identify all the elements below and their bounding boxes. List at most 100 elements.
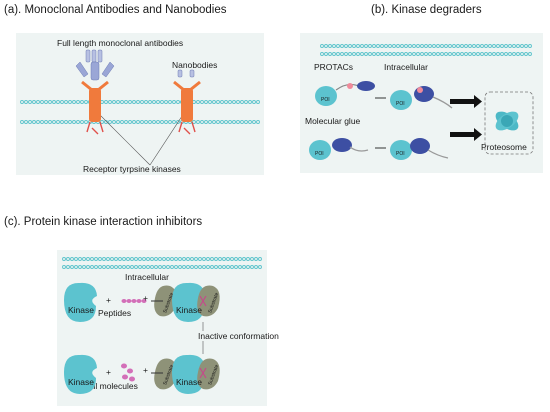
membrane-dot (364, 44, 368, 48)
membrane-dot (138, 265, 142, 269)
membrane-dot (82, 265, 86, 269)
label-inactive-conformation: Inactive conformation (198, 331, 279, 341)
membrane-dot (468, 44, 472, 48)
membrane-dot (520, 44, 524, 48)
membrane-dot (78, 265, 82, 269)
membrane-dot (176, 120, 180, 124)
membrane-dot (246, 257, 250, 261)
membrane-dot (146, 265, 150, 269)
membrane-dot (376, 52, 380, 56)
membrane-dot (114, 265, 118, 269)
membrane-dot (70, 257, 74, 261)
membrane-dot (224, 120, 228, 124)
membrane-dot (204, 120, 208, 124)
membrane-dot (226, 265, 230, 269)
protac-complex-2 (390, 86, 453, 110)
plus-sign: + (106, 367, 111, 377)
membrane-dot (154, 265, 158, 269)
membrane-dot (172, 120, 176, 124)
membrane-dot (412, 44, 416, 48)
membrane-dot (234, 265, 238, 269)
membrane-dot (240, 120, 244, 124)
peptide-chain (121, 299, 147, 303)
membrane-dot (348, 52, 352, 56)
membrane-dot (368, 44, 372, 48)
membrane-dot (220, 100, 224, 104)
membrane-dot (66, 265, 70, 269)
membrane-dot (324, 44, 328, 48)
plus-sign: + (106, 295, 111, 305)
membrane-dot (210, 265, 214, 269)
membrane-dot (120, 120, 124, 124)
membrane-dot (202, 257, 206, 261)
membrane-dot (504, 44, 508, 48)
membrane-dot (248, 100, 252, 104)
membrane-dot (512, 44, 516, 48)
membrane-dot (404, 52, 408, 56)
membrane-dot (134, 257, 138, 261)
membrane-dot (460, 44, 464, 48)
membrane-dot (170, 257, 174, 261)
membrane-dot (230, 257, 234, 261)
membrane-dot (528, 52, 532, 56)
membrane-dot (210, 257, 214, 261)
membrane-dot (208, 120, 212, 124)
membrane-dot (198, 265, 202, 269)
membrane-dot (116, 120, 120, 124)
membrane-dot (516, 44, 520, 48)
membrane-dot (136, 120, 140, 124)
membrane-dot (132, 100, 136, 104)
membrane-dot (408, 44, 412, 48)
membrane-dot (400, 52, 404, 56)
membrane-dot (226, 257, 230, 261)
membrane-dot (212, 100, 216, 104)
membrane-dot (178, 265, 182, 269)
membrane-dot (432, 52, 436, 56)
membrane-dot (68, 100, 72, 104)
membrane-dot (408, 52, 412, 56)
membrane-dot (48, 120, 52, 124)
degradation-arrows (450, 95, 482, 141)
membrane-dot (218, 257, 222, 261)
membrane-dot (142, 265, 146, 269)
membrane-dot (344, 52, 348, 56)
membrane-dot (232, 120, 236, 124)
membrane-dot (440, 44, 444, 48)
membrane-dot (52, 100, 56, 104)
membrane-dot (328, 52, 332, 56)
membrane-dot (516, 52, 520, 56)
membrane-dot (76, 120, 80, 124)
membrane-dot (158, 257, 162, 261)
membrane-dot (234, 257, 238, 261)
membrane-dot (324, 52, 328, 56)
membrane-dot (144, 100, 148, 104)
proteasome-box (484, 91, 534, 155)
membrane-dot (146, 257, 150, 261)
membrane-dot (176, 100, 180, 104)
membrane-dot (122, 257, 126, 261)
poi-label: POI (396, 151, 405, 157)
membrane-dot (424, 44, 428, 48)
substrate-shape (197, 358, 220, 390)
membrane-dot (348, 44, 352, 48)
membrane-dot (256, 100, 260, 104)
substrate-shape (154, 285, 177, 317)
kinase-label: Kinase (176, 377, 202, 387)
kinase-shape (64, 282, 97, 322)
membrane-dot (174, 257, 178, 261)
membrane-dot (106, 265, 110, 269)
label-receptor-tyrosine-kinases: Receptor tyrpsine kinases (83, 164, 181, 174)
membrane-dot (258, 265, 262, 269)
membrane-dot (372, 44, 376, 48)
substrate-shape (197, 285, 220, 317)
membrane-dot (472, 44, 476, 48)
membrane-dot (148, 120, 152, 124)
membrane-dot (32, 100, 36, 104)
membrane-dot (332, 52, 336, 56)
membrane-dot (200, 100, 204, 104)
membrane-dot (416, 52, 420, 56)
membrane-dot (186, 257, 190, 261)
membrane-dot (128, 100, 132, 104)
label-intracellular-b: Intracellular (384, 62, 428, 72)
membrane-dot (162, 265, 166, 269)
